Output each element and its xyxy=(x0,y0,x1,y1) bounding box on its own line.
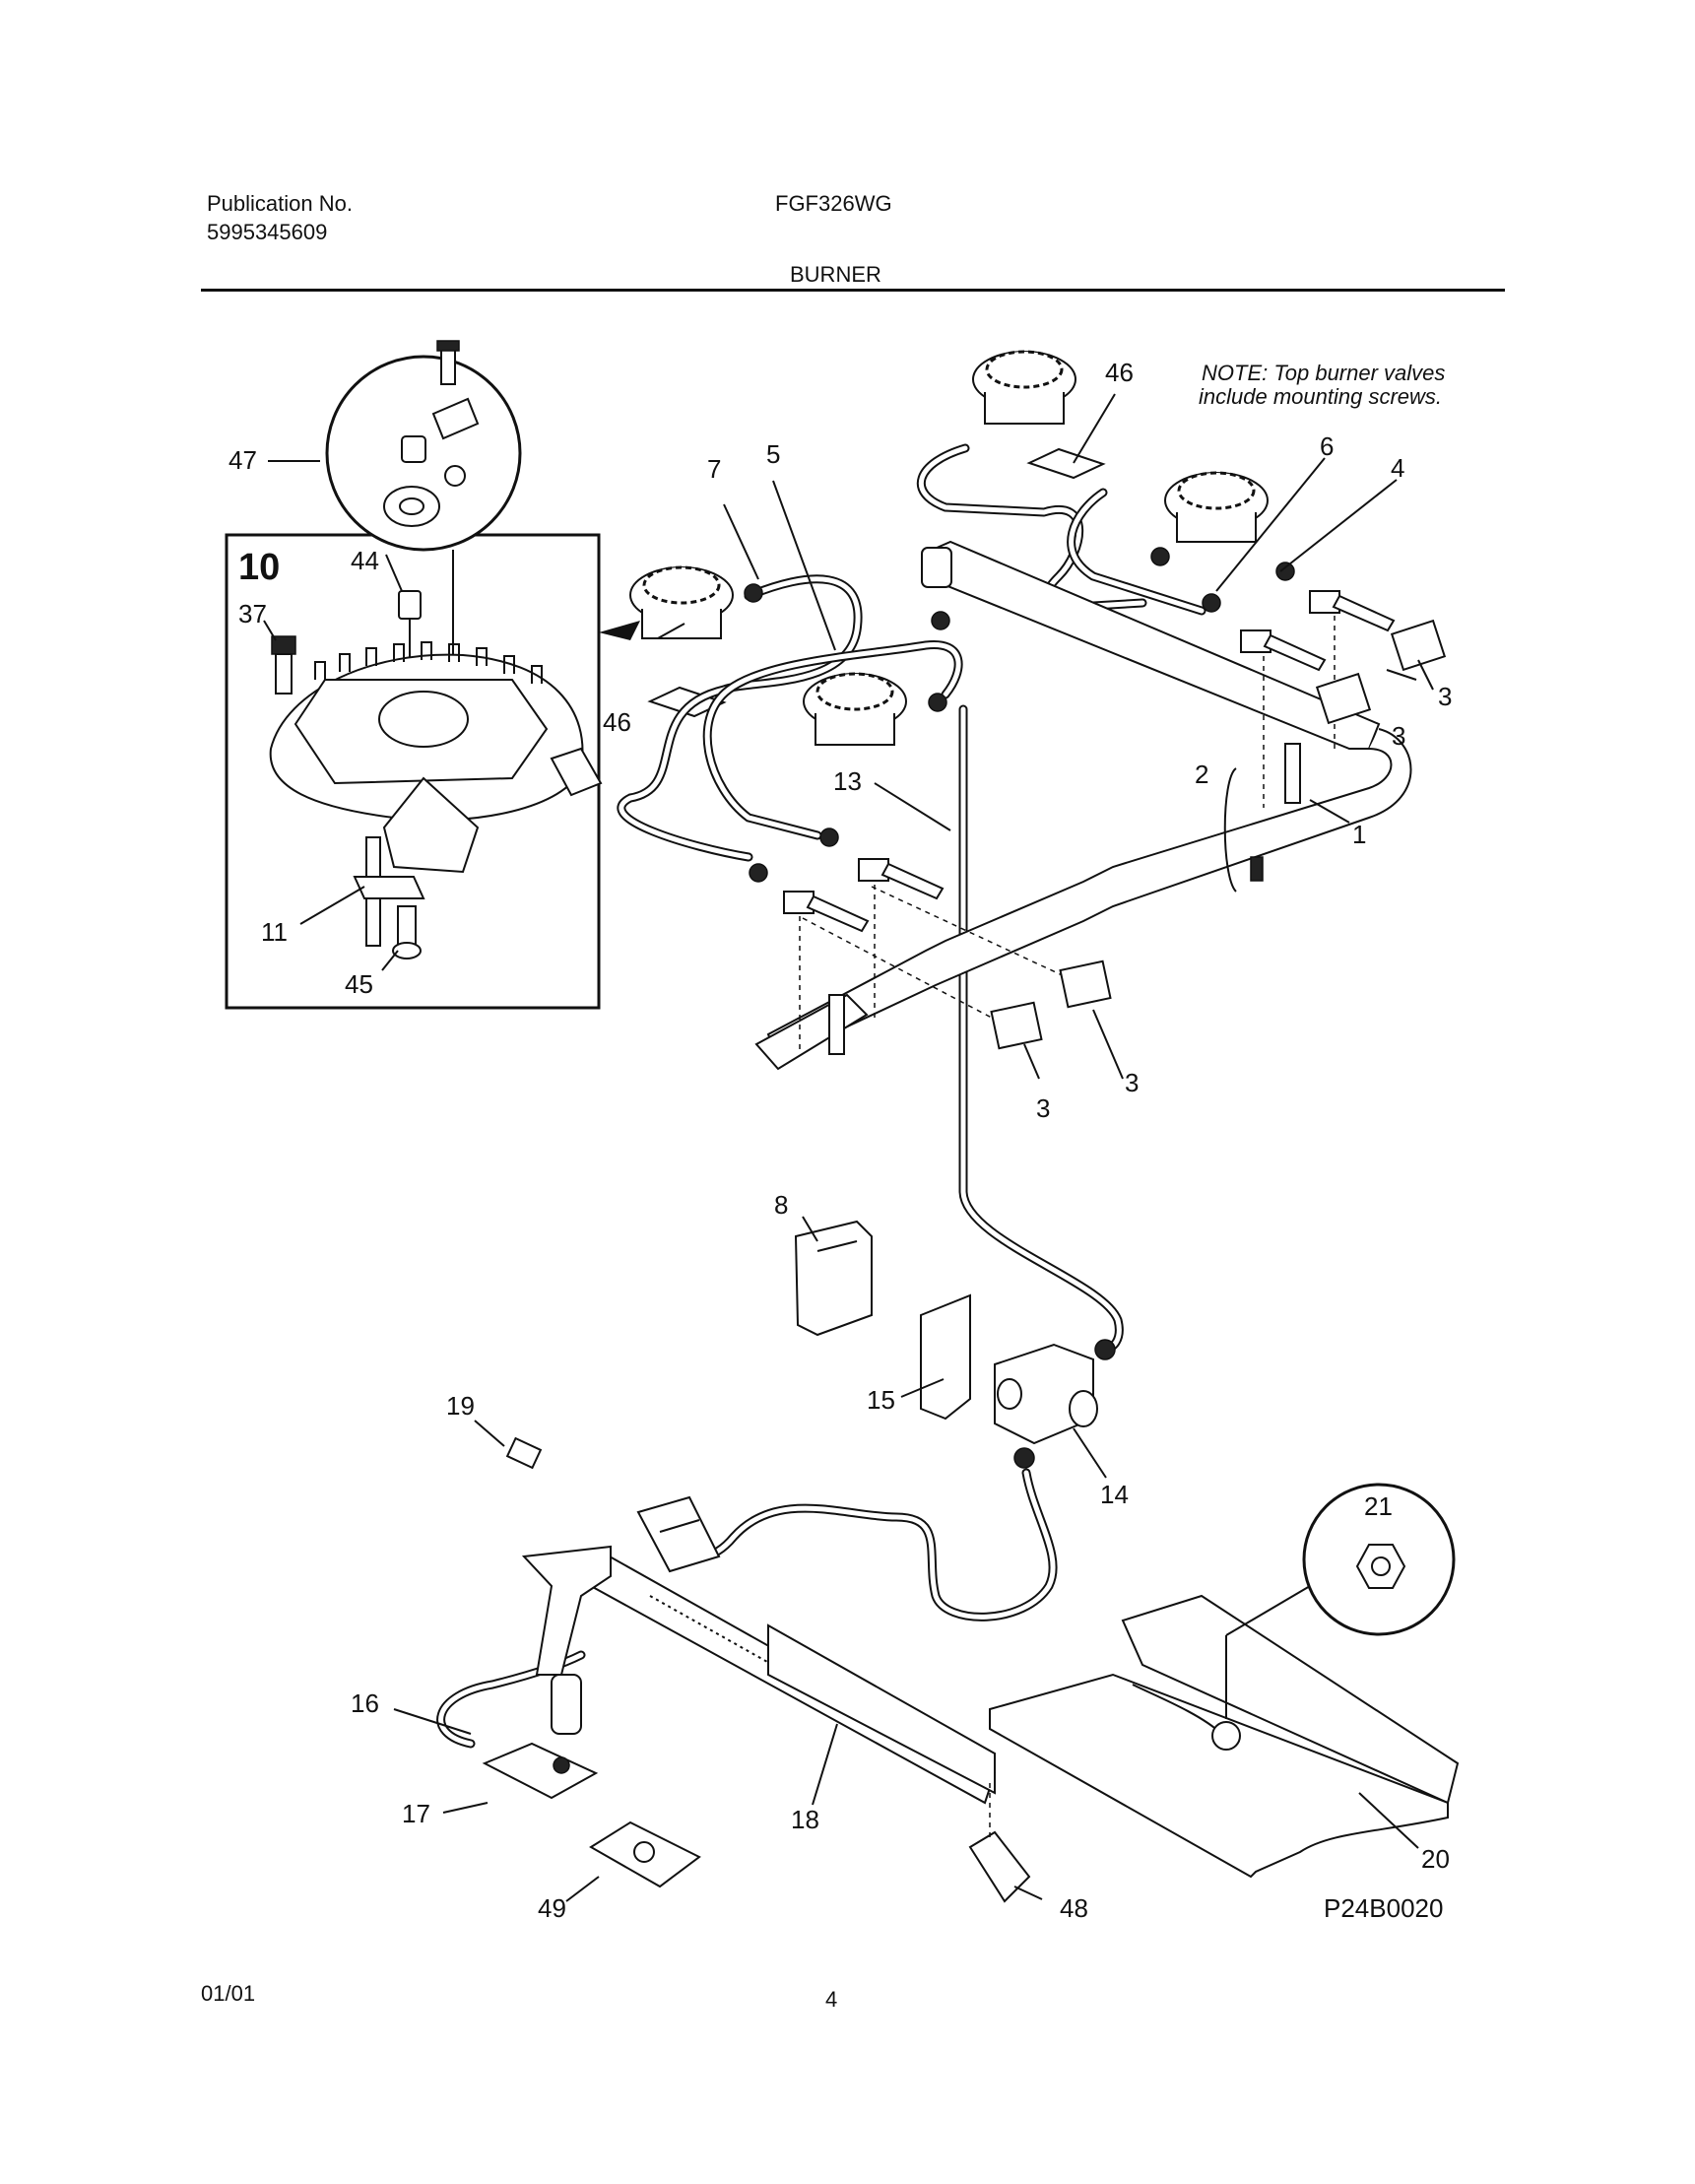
callout-6: 6 xyxy=(1320,431,1334,461)
burner-center xyxy=(803,672,907,746)
callout-48: 48 xyxy=(1060,1893,1088,1923)
callout-4: 4 xyxy=(1391,453,1404,483)
callout-13: 13 xyxy=(833,766,862,796)
gas-tubes xyxy=(436,443,1206,1749)
pad-3-rear-2 xyxy=(1315,672,1372,725)
publication-label: Publication No. xyxy=(207,191,353,216)
callout-47: 47 xyxy=(228,445,257,475)
pad-3-rear-1 xyxy=(1390,619,1447,672)
valve-mid xyxy=(1240,629,1327,672)
relay-8 xyxy=(794,1220,873,1337)
connector-19 xyxy=(505,1436,543,1470)
callout-44: 44 xyxy=(351,546,379,575)
burner-rear-left xyxy=(972,350,1076,425)
burner-rear-right xyxy=(1164,471,1269,543)
callout-46-left: 46 xyxy=(603,707,631,737)
valve-left-2 xyxy=(783,891,870,933)
callout-14: 14 xyxy=(1100,1480,1129,1509)
callout-17: 17 xyxy=(402,1799,430,1828)
bracket-48 xyxy=(968,1830,1031,1903)
callout-45: 45 xyxy=(345,969,373,999)
publication-number: 5995345609 xyxy=(207,220,328,244)
callout-3-front-2: 3 xyxy=(1036,1093,1050,1123)
callout-10: 10 xyxy=(238,547,280,588)
callout-20: 20 xyxy=(1421,1844,1450,1874)
footer-date: 01/01 xyxy=(201,1981,256,2006)
model-number: FGF326WG xyxy=(775,191,892,216)
valve-rear xyxy=(1309,590,1396,632)
flame-spreader-20 xyxy=(989,1594,1460,1879)
nut-21-detail xyxy=(1225,1483,1456,1636)
section-title: BURNER xyxy=(790,262,881,287)
oven-valve-assembly xyxy=(794,1220,1116,1469)
callout-3-rear-1: 3 xyxy=(1438,682,1452,711)
top-burners xyxy=(629,350,1269,746)
oven-burner-assembly xyxy=(482,1495,1031,1903)
callout-49: 49 xyxy=(538,1893,566,1923)
callout-labels: 47 10 44 37 11 45 46 7 5 46 NOTE: Top bu… xyxy=(228,358,1452,1923)
mounting-plate-46-rear xyxy=(1026,447,1106,480)
pad-3-front-2 xyxy=(990,1001,1043,1050)
top-burner-valves xyxy=(744,547,1396,1054)
header-rule xyxy=(201,289,1505,292)
callout-15: 15 xyxy=(867,1385,895,1415)
seal-pads xyxy=(990,619,1447,1050)
pad-3-front-1 xyxy=(1059,960,1112,1009)
orifice-holder-17 xyxy=(482,1742,599,1800)
callout-16: 16 xyxy=(351,1688,379,1718)
burner-left xyxy=(629,565,734,639)
callout-leaders xyxy=(393,393,1434,1902)
manifold xyxy=(754,540,1412,1071)
diagram-code: P24B0020 xyxy=(1324,1893,1443,1923)
callout-3-front-1: 3 xyxy=(1125,1068,1139,1097)
callout-21: 21 xyxy=(1364,1491,1393,1521)
callout-11: 11 xyxy=(261,917,288,947)
callout-5: 5 xyxy=(766,439,780,469)
bracket-15 xyxy=(920,1293,971,1421)
callout-7: 7 xyxy=(707,454,721,484)
inset-detail xyxy=(225,340,640,1010)
valve-left-1 xyxy=(858,858,945,900)
callout-2: 2 xyxy=(1195,760,1208,789)
note-line-1: NOTE: Top burner valves xyxy=(1202,361,1445,385)
callout-3-rear-2: 3 xyxy=(1392,721,1405,751)
callout-8: 8 xyxy=(774,1190,788,1220)
callout-19: 19 xyxy=(446,1391,475,1421)
callout-46-rear: 46 xyxy=(1105,358,1134,387)
callout-1: 1 xyxy=(1352,820,1366,849)
page-number: 4 xyxy=(825,1987,838,2012)
callout-37: 37 xyxy=(238,599,267,629)
callout-18: 18 xyxy=(791,1805,819,1834)
note-line-2: include mounting screws. xyxy=(1199,384,1442,409)
